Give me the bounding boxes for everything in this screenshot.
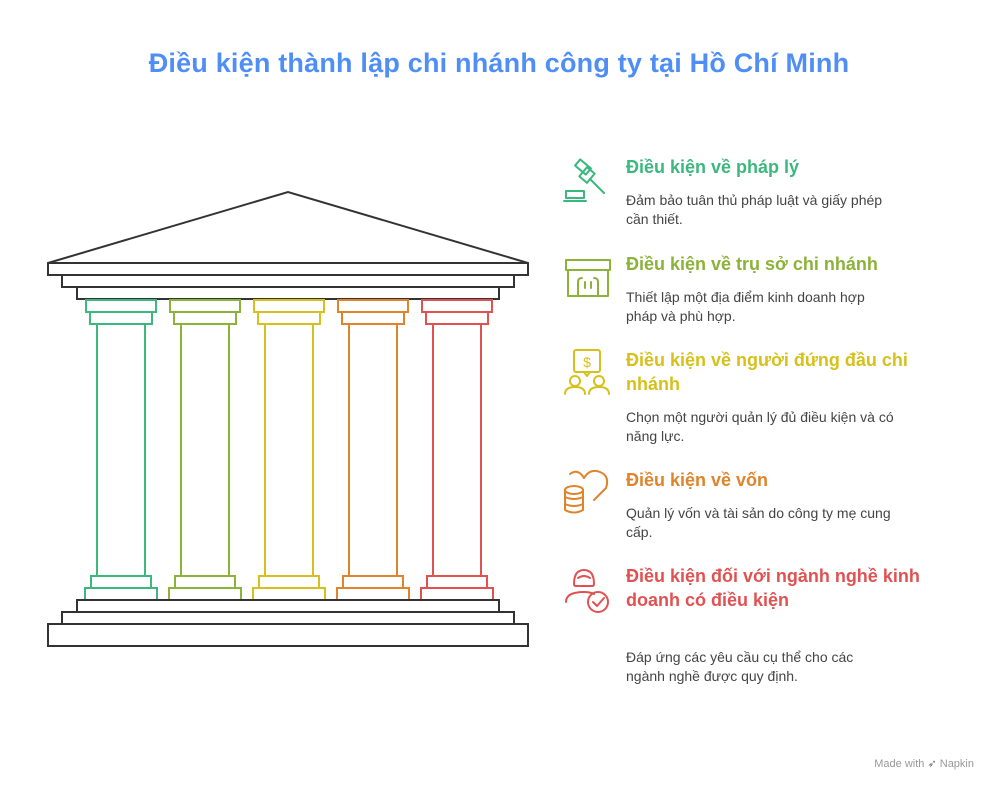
svg-text:$: $ xyxy=(583,354,591,370)
column-2 xyxy=(168,299,242,601)
temple-base-bottom xyxy=(47,623,529,647)
condition-business-line-heading: Điều kiện đối với ngành nghề kinh doanh … xyxy=(626,566,920,610)
condition-legal-desc: Đảm bảo tuân thủ pháp luật và giấy phép … xyxy=(626,192,883,227)
people-money-icon: $ xyxy=(564,349,610,395)
gavel-icon xyxy=(563,158,605,202)
napkin-logo-icon: ➶ xyxy=(927,758,937,770)
temple-base-top xyxy=(76,599,500,613)
person-check-icon xyxy=(565,569,609,613)
column-3 xyxy=(252,299,326,601)
temple-beam-top xyxy=(61,274,515,288)
condition-legal-heading: Điều kiện về pháp lý xyxy=(626,157,800,177)
made-with-label: Made with xyxy=(874,758,925,770)
temple-roof xyxy=(47,190,529,276)
temple-diagram xyxy=(47,190,529,647)
column-1 xyxy=(84,299,158,601)
coins-heart-icon xyxy=(564,469,609,514)
condition-capital-desc: Quản lý vốn và tài sản do công ty mẹ cun… xyxy=(626,505,891,540)
made-with-napkin[interactable]: Made with ➶ Napkin xyxy=(874,757,974,770)
column-4 xyxy=(336,299,410,601)
condition-capital-heading: Điều kiện về vốn xyxy=(626,470,769,490)
page-title: Điều kiện thành lập chi nhánh công ty tạ… xyxy=(148,48,850,78)
napkin-brand: Napkin xyxy=(939,758,974,770)
temple-base-mid xyxy=(61,611,515,625)
storefront-icon xyxy=(565,259,611,297)
temple-beam-lower xyxy=(76,286,500,300)
column-5 xyxy=(420,299,494,601)
condition-head-desc: Chọn một người quản lý đủ điều kiện và c… xyxy=(626,409,894,444)
condition-office-heading: Điều kiện về trụ sở chi nhánh xyxy=(626,254,878,274)
condition-office-desc: Thiết lập một địa điểm kinh doanh hợp ph… xyxy=(626,289,865,324)
condition-head-heading: Điều kiện về người đứng đầu chi nhánh xyxy=(626,350,908,394)
condition-business-line-desc: Đáp ứng các yêu cầu cụ thể cho các ngành… xyxy=(626,649,854,684)
